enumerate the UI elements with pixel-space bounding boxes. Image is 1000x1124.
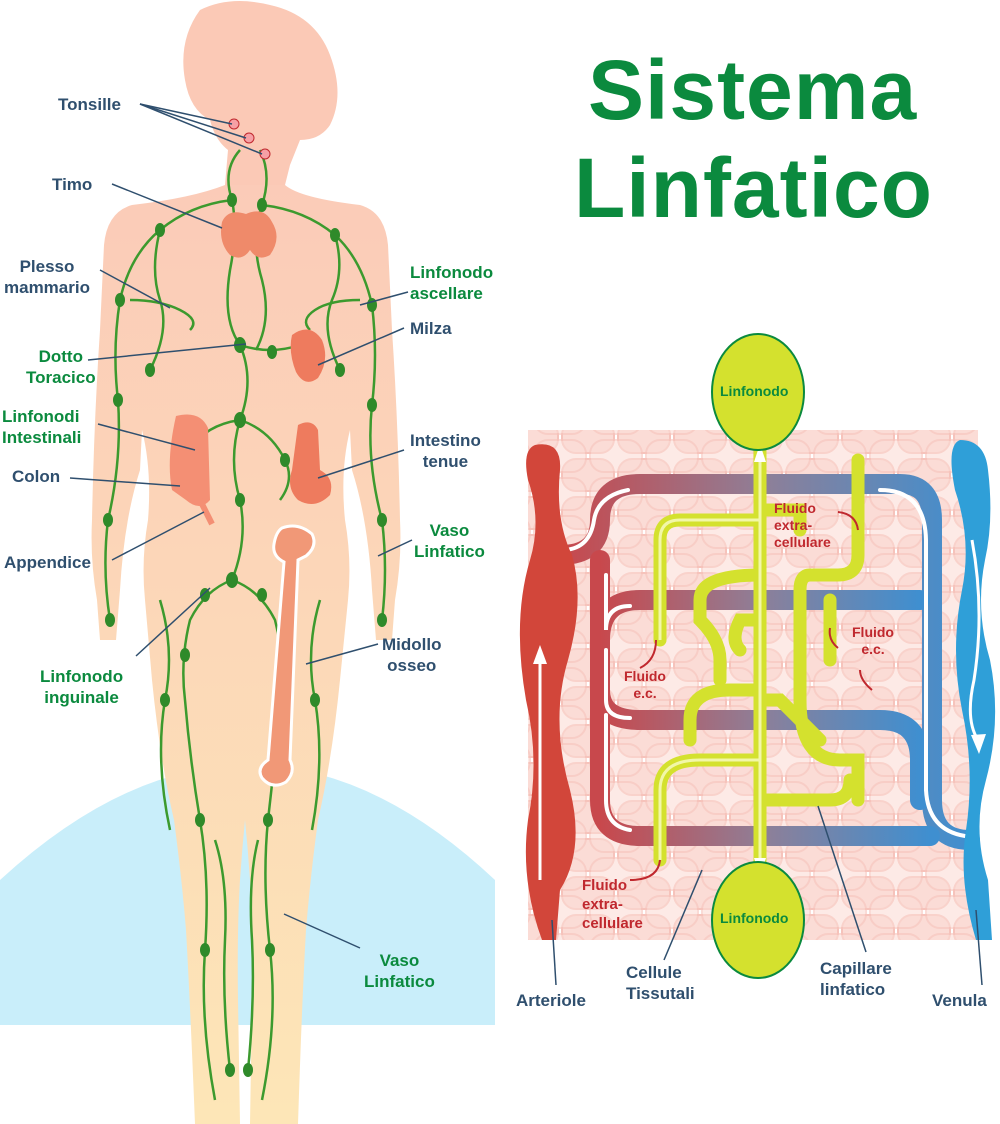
organs (169, 118, 332, 787)
arteriole-arrow-head (533, 645, 547, 664)
label-fluido-bottom-l3: cellulare (582, 915, 643, 932)
venule-arrow (968, 539, 981, 741)
label-capillare-linfatico-l1: Capillare (820, 959, 892, 978)
label-fluido-ec-left-l1: Fluido (624, 668, 666, 684)
label-linfonodo-bottom: Linfonodo (720, 910, 789, 926)
label-vaso-linfatico-arm: Vaso Linfatico (414, 520, 485, 562)
leader-lines-body (69, 103, 413, 949)
label-linfonodo-ascellare-l1: Linfonodo (410, 263, 494, 282)
lymph-node-bottom (711, 861, 805, 979)
label-fluido-top-l3: cellulare (774, 534, 831, 550)
label-fluido-top-l2: extra- (774, 517, 813, 533)
label-midollo-osseo-l2: osseo (387, 656, 437, 675)
label-cellule-tissutali-l2: Tissutali (626, 984, 695, 1003)
small-intestine (290, 422, 332, 504)
label-fluido-ec-right-l2: e.c. (861, 641, 885, 657)
label-linfonodo-inguinale-l1: Linfonodo (40, 667, 124, 686)
label-capillare-linfatico-l2: linfatico (820, 980, 886, 999)
arteriole-vessel (519, 444, 578, 940)
label-fluido-bottom: Fluido extra- cellulare (582, 876, 643, 933)
label-linfonodo-ascellare: Linfonodo ascellare (410, 262, 493, 304)
label-dotto-toracico-l2: Toracico (26, 368, 96, 387)
venule-arrow-head (971, 734, 986, 754)
label-intestino-tenue: Intestino tenue (410, 430, 481, 472)
appendix (197, 498, 215, 526)
label-linfonodo-ascellare-l2: ascellare (410, 284, 483, 303)
label-intestino-tenue-l1: Intestino (410, 431, 481, 450)
fluid-arrows (629, 511, 873, 881)
background-dome (0, 765, 495, 1025)
lymph-nodes (103, 193, 387, 1077)
label-linfonodo-inguinale: Linfonodo inguinale (40, 666, 123, 708)
spleen (290, 329, 326, 382)
colon (169, 414, 210, 506)
label-fluido-ec-left-l2: e.c. (633, 685, 657, 701)
label-fluido-bottom-l2: extra- (582, 896, 623, 913)
thymus (221, 211, 277, 258)
label-plesso-mammario: Plesso mammario (4, 256, 90, 298)
label-colon: Colon (12, 467, 61, 486)
title-line-2: Linfatico (574, 141, 933, 235)
title-line-1: Sistema (588, 43, 918, 137)
label-timo: Timo (52, 175, 93, 194)
label-appendice: Appendice (4, 553, 91, 572)
label-dotto-toracico: Dotto Toracico (26, 346, 96, 388)
label-fluido-ec-right: Fluido e.c. (852, 624, 894, 658)
lymph-node-top (711, 333, 805, 451)
label-linfonodi-intestinali-l2: Intestinali (2, 428, 82, 447)
flow-arrows (563, 488, 967, 838)
label-arteriole: Arteriole (516, 991, 586, 1010)
label-plesso-mammario-l2: mammario (4, 278, 90, 297)
femur-bone-marrow (258, 524, 316, 787)
label-cellule-tissutali: Cellule Tissutali (626, 962, 695, 1004)
label-vaso-linfatico-arm-l2: Linfatico (414, 542, 485, 561)
label-vaso-linfatico-leg-l2: Linfatico (364, 972, 435, 991)
label-fluido-ec-left: Fluido e.c. (624, 668, 666, 702)
label-cellule-tissutali-l1: Cellule (626, 963, 682, 982)
label-vaso-linfatico-leg: Vaso Linfatico (364, 950, 435, 992)
label-fluido-top-l1: Fluido (774, 500, 816, 516)
lymph-capillary-inner (658, 450, 762, 870)
label-midollo-osseo: Midollo osseo (382, 634, 441, 676)
leader-lines-capillary (551, 805, 983, 986)
label-tonsille: Tonsille (58, 95, 121, 114)
label-linfonodo-top: Linfonodo (720, 383, 789, 399)
label-fluido-top: Fluido extra- cellulare (774, 500, 831, 551)
body-silhouette (91, 1, 401, 1124)
label-dotto-toracico-l1: Dotto (38, 347, 83, 366)
label-fluido-ec-right-l1: Fluido (852, 624, 894, 640)
label-plesso-mammario-l1: Plesso (19, 257, 75, 276)
tonsils (228, 118, 271, 160)
label-capillare-linfatico: Capillare linfatico (820, 958, 892, 1000)
label-linfonodi-intestinali: Linfonodi Intestinali (2, 406, 81, 448)
label-milza: Milza (410, 319, 452, 338)
label-vaso-linfatico-arm-l1: Vaso (429, 521, 470, 540)
label-intestino-tenue-l2: tenue (422, 452, 469, 471)
label-linfonodo-inguinale-l2: inguinale (44, 688, 119, 707)
label-linfonodi-intestinali-l1: Linfonodi (2, 407, 80, 426)
label-vaso-linfatico-leg-l1: Vaso (379, 951, 420, 970)
label-midollo-osseo-l1: Midollo (382, 635, 442, 654)
label-fluido-bottom-l1: Fluido (582, 877, 627, 894)
label-venula: Venula (932, 991, 987, 1010)
